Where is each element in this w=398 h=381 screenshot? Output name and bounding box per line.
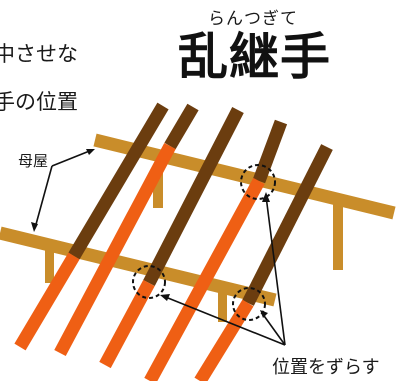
page-title: 乱継手 (178, 27, 331, 86)
post (333, 200, 343, 270)
dashed-circle-icon (232, 287, 266, 321)
rafter-1-orange (14, 252, 80, 351)
arrow-heads (31, 149, 270, 318)
dashed-circle-icon (240, 164, 276, 200)
post (218, 282, 227, 322)
purlin-label: 母屋 (18, 152, 49, 170)
rafter-4-dark (252, 119, 288, 184)
lower-purlin (0, 226, 277, 307)
post (45, 248, 54, 283)
leader-arrow-icon (265, 195, 286, 346)
leader-arrow-icon (261, 312, 286, 346)
upper-purlin (93, 133, 396, 220)
leader-arrows (34, 149, 286, 346)
dashed-circle-icon (132, 265, 166, 299)
title-reading: らんつぎて (208, 9, 298, 29)
rafter-2-orange (54, 142, 176, 357)
purlins (0, 133, 396, 307)
arrow-head-icon (262, 192, 270, 202)
joint-markers (132, 164, 276, 321)
post (153, 166, 163, 208)
arrow-head-icon (260, 310, 268, 318)
leader-arrow-icon (34, 165, 53, 229)
intro-text-line-2: 手の位置 (0, 90, 78, 114)
rafter-5-dark (242, 144, 333, 306)
arrow-head-icon (160, 294, 170, 301)
intro-text-line-1: 中させな (0, 42, 78, 66)
leader-arrow-icon (51, 149, 93, 167)
leader-arrow-icon (162, 295, 286, 346)
rafter-1-dark (68, 102, 169, 260)
rafter-3-orange (99, 279, 155, 369)
offset-label: 位置をずらす (272, 357, 380, 378)
rafter-2-dark (164, 103, 199, 150)
arrow-head-icon (86, 149, 95, 155)
rafter-3-dark (143, 107, 244, 286)
posts (45, 166, 343, 322)
arrow-head-icon (31, 222, 38, 232)
rafter-4-orange (144, 177, 265, 381)
